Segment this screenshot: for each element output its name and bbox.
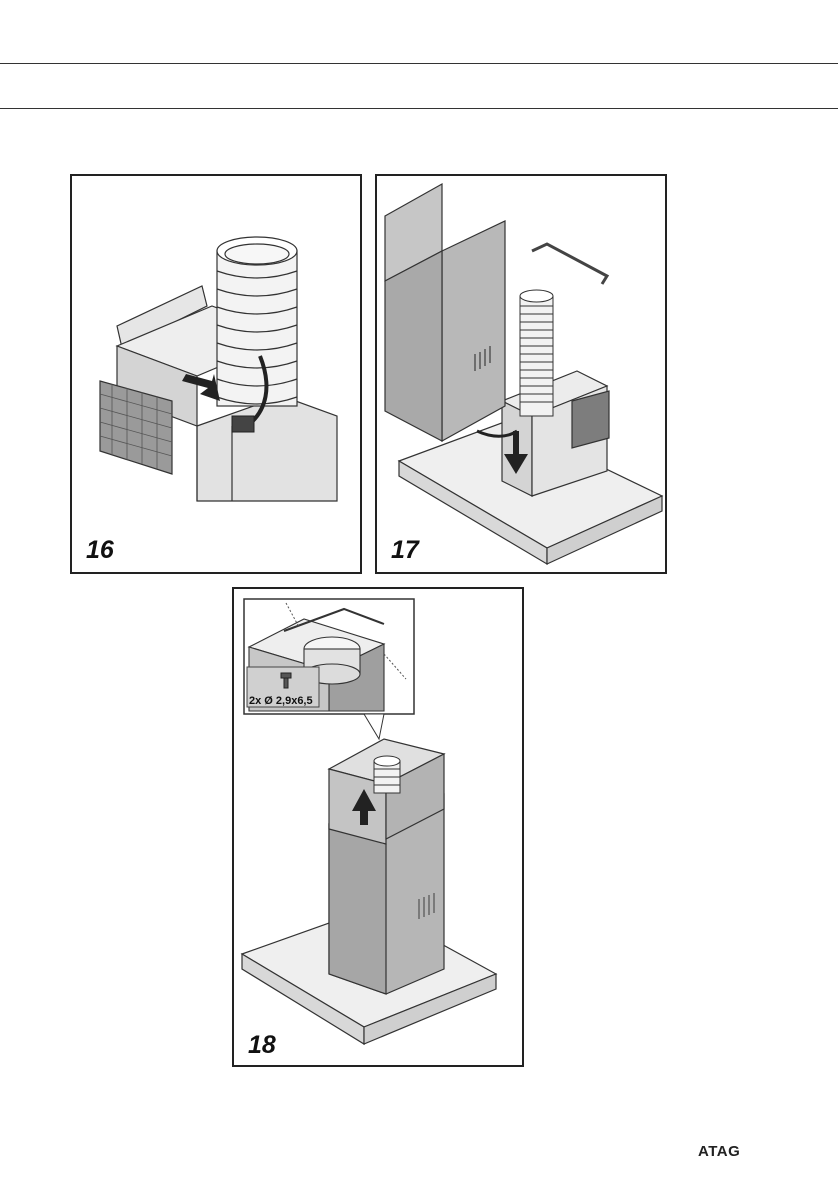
figure-17-number: 17 (391, 536, 419, 565)
figure-17-illustration (377, 176, 667, 574)
screw-spec-label: 2x Ø 2,9x6,5 (249, 695, 313, 707)
figure-17-panel: 17 (375, 174, 667, 574)
figure-16-panel: 16 (70, 174, 362, 574)
header-rule-top (0, 63, 838, 64)
header-rule-bottom (0, 108, 838, 109)
figure-16-illustration (72, 176, 362, 574)
figure-18-number: 18 (248, 1031, 276, 1060)
figure-18-illustration (234, 589, 524, 1067)
figure-16-number: 16 (86, 536, 114, 565)
figure-18-panel: 2x Ø 2,9x6,5 18 (232, 587, 524, 1067)
atag-logo: ATAG (698, 1143, 740, 1160)
